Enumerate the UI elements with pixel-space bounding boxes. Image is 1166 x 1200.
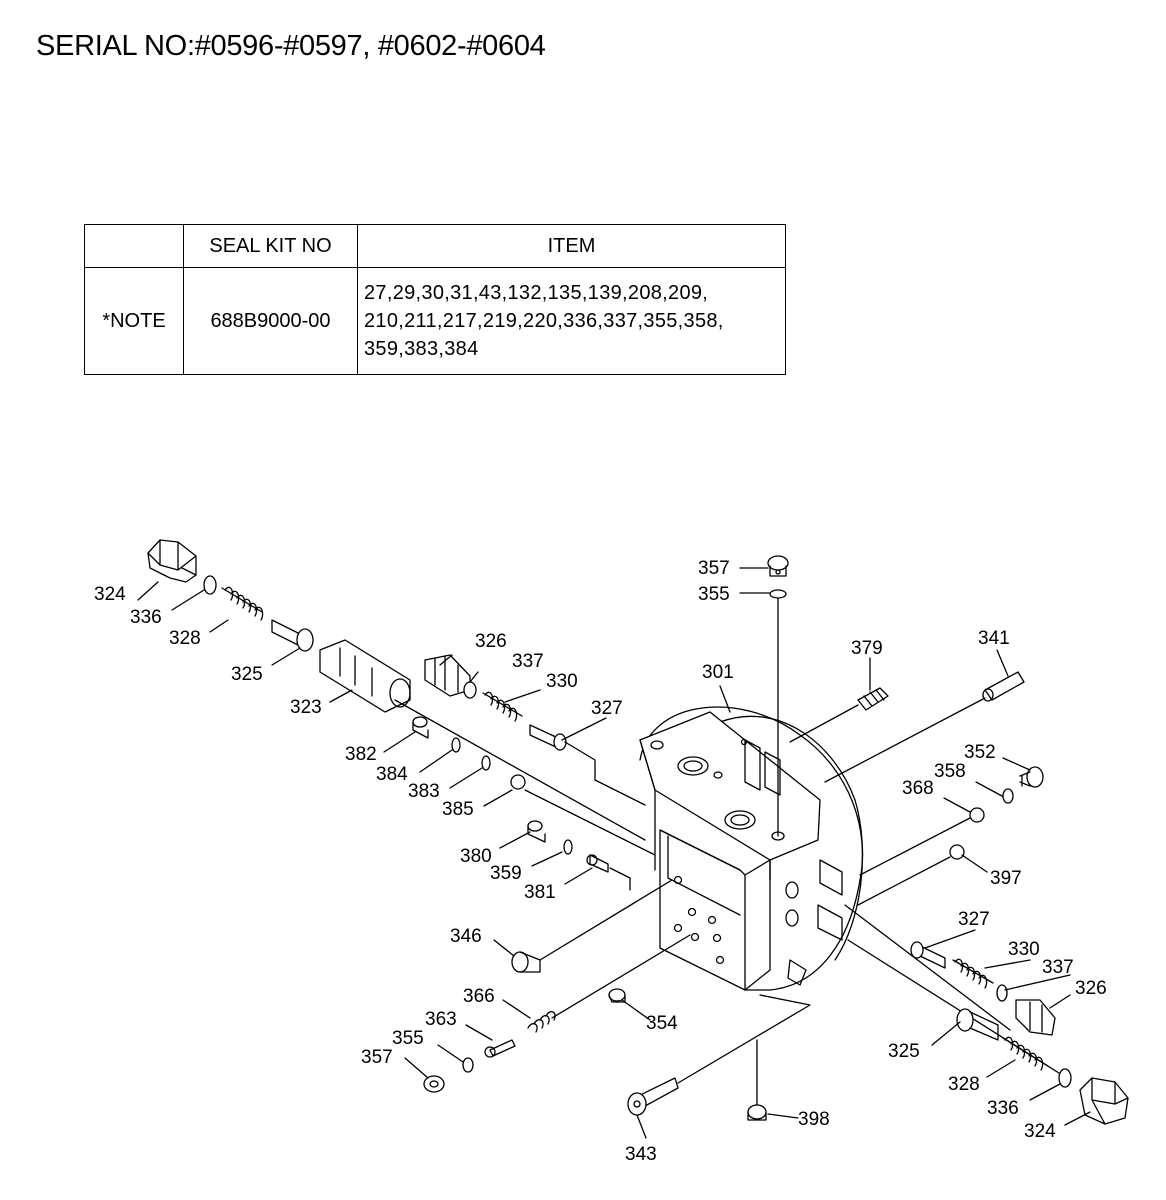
plug-382 (412, 716, 429, 739)
table-row: *NOTE 688B9000-00 27,29,30,31,43,132,135… (84, 267, 786, 375)
part-label: 398 (798, 1109, 830, 1130)
part-label: 337 (512, 651, 544, 672)
note-cell: *NOTE (84, 267, 184, 375)
plug-346 (511, 951, 541, 973)
part-label: 336 (987, 1098, 1019, 1119)
o-ring-337-left (463, 681, 477, 699)
piston-325-left (271, 619, 314, 652)
plug-357-top (767, 555, 789, 577)
table-header-seal-kit-no: SEAL KIT NO (183, 224, 358, 268)
item-list-cell: 27,29,30,31,43,132,135,139,208,209, 210,… (357, 267, 786, 375)
part-label: 327 (958, 909, 990, 930)
plug-326-right (1015, 999, 1056, 1036)
plug-398 (747, 1104, 767, 1121)
part-label: 379 (851, 638, 883, 659)
ball-397 (949, 844, 965, 860)
part-label: 382 (345, 744, 377, 765)
o-ring-359 (563, 839, 573, 855)
table-header-blank (84, 224, 184, 268)
part-label: 383 (408, 781, 440, 802)
part-label: 368 (902, 778, 934, 799)
spring-366 (527, 1011, 556, 1033)
plug-324-left (147, 539, 197, 583)
piston-327-left (529, 724, 567, 751)
part-label: 354 (646, 1013, 678, 1034)
o-ring-336-left (203, 575, 217, 595)
plug-357-lower (423, 1075, 445, 1093)
part-label: 337 (1042, 957, 1074, 978)
spring-330-left (482, 691, 523, 722)
plug-324-right (1079, 1077, 1129, 1125)
o-ring-383 (481, 755, 491, 771)
pin-341 (982, 671, 1025, 702)
part-label: 327 (591, 698, 623, 719)
item-line: 359,383,384 (364, 338, 479, 360)
assembly-axis-line (394, 699, 646, 841)
part-label: 328 (948, 1074, 980, 1095)
part-label: 328 (169, 628, 201, 649)
o-ring-355-top (769, 589, 787, 599)
part-label: 326 (475, 631, 507, 652)
leader-lines (137, 567, 1091, 1139)
part-label: 359 (490, 863, 522, 884)
part-label: 324 (1024, 1121, 1056, 1142)
part-label: 357 (698, 558, 730, 579)
part-label: 343 (625, 1144, 657, 1165)
plug-352 (1019, 766, 1044, 788)
plug-380 (527, 820, 546, 843)
part-labels: 324 336 328 325 323 326 337 330 327 382 … (94, 558, 1107, 1165)
seal-kit-number-cell: 688B9000-00 (183, 267, 358, 375)
table-header-item: ITEM (357, 224, 786, 268)
part-label: 381 (524, 882, 556, 903)
part-label: 385 (442, 799, 474, 820)
item-line: 210,211,217,219,220,336,337,355,358, (364, 310, 724, 332)
pin-381 (586, 854, 609, 873)
part-label: 358 (934, 761, 966, 782)
seal-kit-table: SEAL KIT NO ITEM *NOTE 688B9000-00 27,29… (84, 224, 786, 375)
spring-330-right (952, 958, 994, 989)
part-label: 326 (1075, 978, 1107, 999)
o-ring-355-lower (462, 1057, 474, 1073)
bolt-343 (627, 1077, 679, 1116)
part-label: 301 (702, 662, 734, 683)
piston-325-right (956, 1008, 999, 1041)
part-label: 323 (290, 697, 322, 718)
piston-327-right (910, 941, 946, 969)
o-ring-336-right (1058, 1068, 1072, 1088)
part-label: 397 (990, 868, 1022, 889)
part-label: 325 (231, 664, 263, 685)
ball-368 (969, 807, 985, 823)
part-label: 324 (94, 584, 126, 605)
part-label: 325 (888, 1041, 920, 1062)
valve-casing-301 (639, 706, 864, 991)
serial-number-title: SERIAL NO:#0596-#0597, #0602-#0604 (36, 30, 546, 62)
spring-328-right (1002, 1036, 1049, 1071)
o-ring-358 (1002, 788, 1014, 804)
pin-363 (484, 1039, 516, 1058)
ball-385 (510, 774, 526, 790)
table-header-row: SEAL KIT NO ITEM (84, 224, 786, 268)
part-label: 336 (130, 607, 162, 628)
o-ring-337-right (996, 984, 1008, 1002)
part-label: 384 (376, 764, 408, 785)
plug-379 (857, 687, 889, 711)
item-line: 27,29,30,31,43,132,135,139,208,209, (364, 282, 709, 304)
plug-354 (608, 988, 626, 1003)
spool-323 (319, 639, 411, 713)
part-label: 357 (361, 1047, 393, 1068)
part-label: 355 (698, 584, 730, 605)
part-label: 341 (978, 628, 1010, 649)
part-label: 330 (546, 671, 578, 692)
part-label: 330 (1008, 939, 1040, 960)
part-label: 352 (964, 742, 996, 763)
part-label: 380 (460, 846, 492, 867)
part-label: 346 (450, 926, 482, 947)
o-ring-384 (451, 737, 461, 753)
part-label: 363 (425, 1009, 457, 1030)
part-label: 355 (392, 1028, 424, 1049)
spring-328-left (221, 586, 264, 621)
part-label: 366 (463, 986, 495, 1007)
plug-326-left (424, 654, 471, 697)
